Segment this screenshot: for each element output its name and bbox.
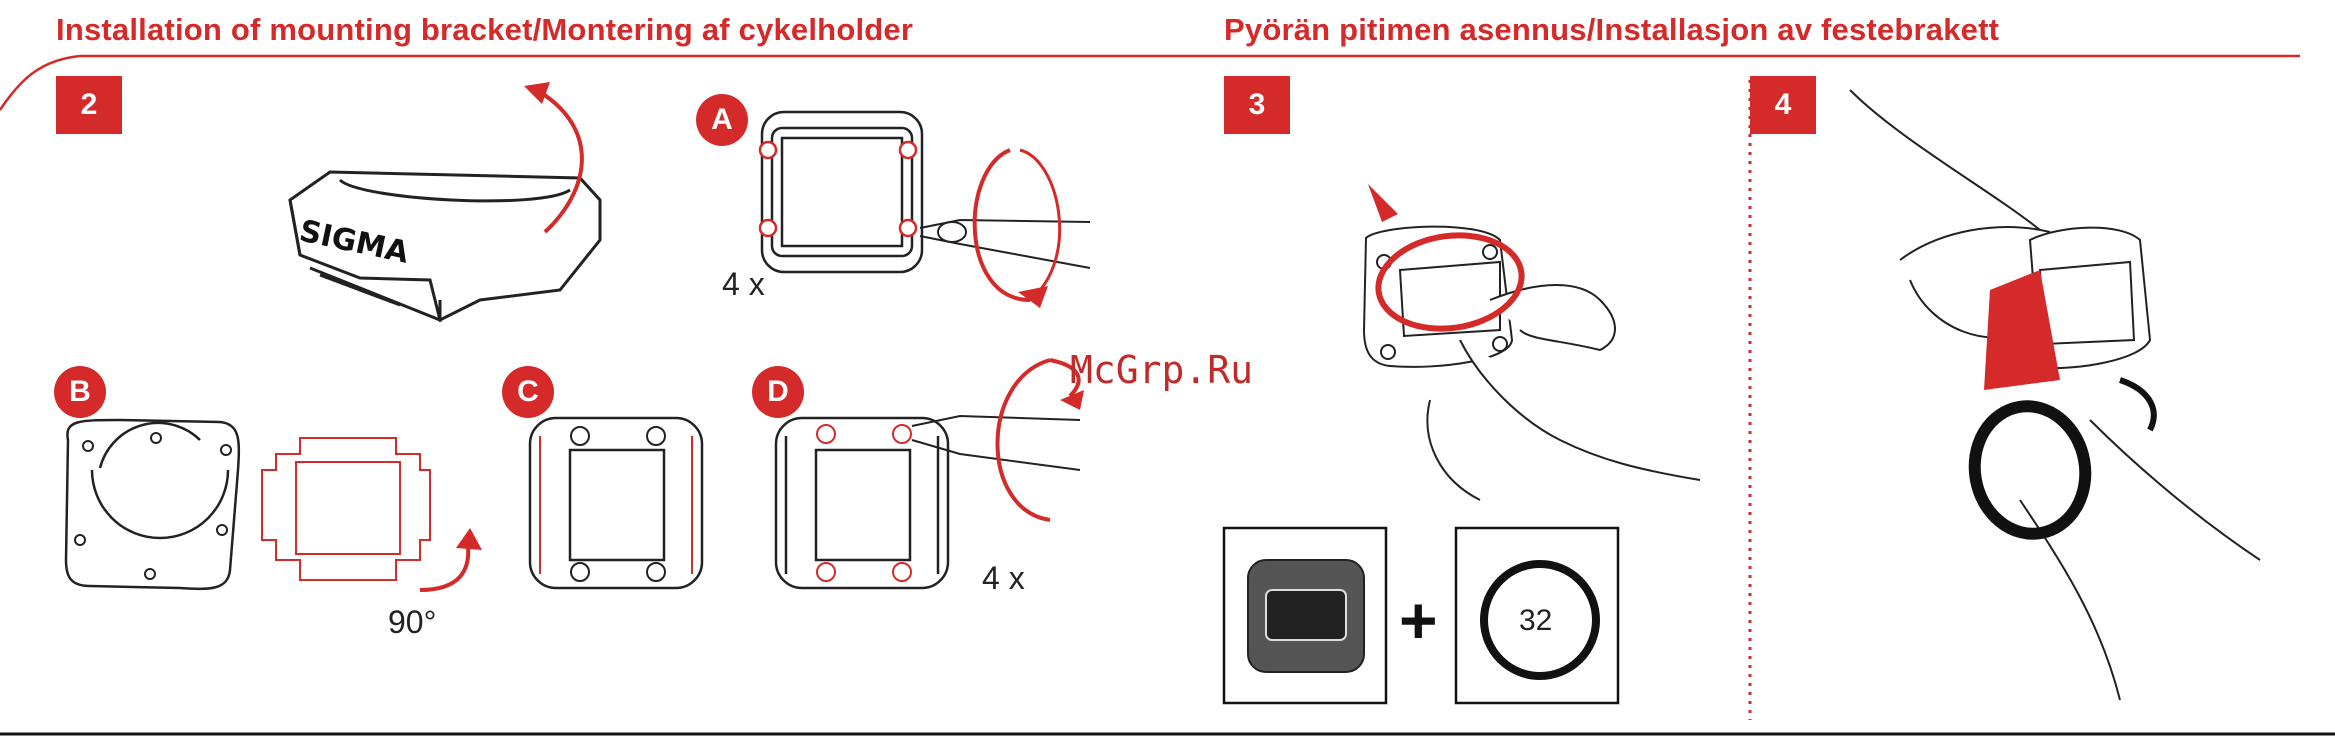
ring-size-label: 32 [1519,604,1552,638]
substep-badge-c: C [502,366,554,418]
twist-arrow-4 [2120,380,2154,430]
substep-badge-b: B [54,366,106,418]
header-rule [0,56,2300,110]
watermark: McGrp.Ru [1070,348,1253,392]
rotation-label: 90° [388,604,436,641]
hand-bracket-4 [1850,90,2260,700]
section-title-right: Pyörän pitimen asennus/Installasjon av f… [1224,12,1999,48]
step-badge-2: 2 [56,76,122,134]
plus-sign: + [1399,582,1438,658]
step-badge-4: 4 [1750,76,1816,134]
count-label-a: 4 x [722,266,765,303]
screwdriver-a [920,220,1090,268]
rotate-arrow-a [975,150,1030,300]
section-title-left: Installation of mounting bracket/Monteri… [56,12,913,48]
black-ring-4 [1965,397,2096,542]
red-plate-b [262,438,430,580]
assembled-c [530,418,702,588]
substep-badge-d: D [752,366,804,418]
bracket-a [762,112,922,272]
substep-badge-a: A [696,94,748,146]
hand-bracket-3 [1364,227,1700,500]
rotate-arrow-b [420,546,468,590]
step-badge-3: 3 [1224,76,1290,134]
rotate-arrow-d [998,360,1051,520]
lift-arrowhead [524,82,550,104]
count-label-d: 4 x [982,560,1025,597]
pointer-arrow-3 [1368,184,1398,222]
